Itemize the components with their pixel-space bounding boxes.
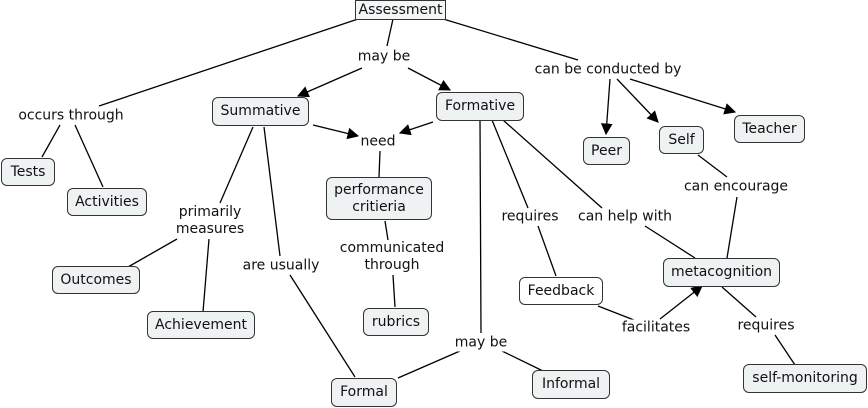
link-can-help-with: can help with	[575, 208, 675, 226]
link-may-be-top: may be	[355, 48, 413, 66]
edge-metacognition-requires	[721, 286, 757, 318]
edge-performance-communicated	[384, 220, 389, 241]
edge-formative-maybe	[479, 119, 482, 334]
edge-feedback-facilitates	[597, 305, 635, 321]
concept-summative[interactable]: Summative	[212, 97, 309, 126]
edge-facilitates-metacognition	[659, 285, 703, 320]
edge-maybe-informal	[501, 350, 544, 372]
edge-conductedby-peer	[600, 78, 613, 136]
edge-requires-feedback	[537, 225, 557, 277]
link-communicated-through: communicated through	[334, 240, 450, 274]
concept-self[interactable]: Self	[659, 126, 704, 154]
edge-assessment-maybe	[386, 18, 394, 47]
concept-metacognition[interactable]: metacognition	[663, 258, 780, 287]
concept-achievement[interactable]: Achievement	[147, 311, 255, 339]
edge-communicated-rubrics	[392, 274, 396, 308]
link-need: need	[358, 133, 398, 151]
link-requires-monitoring: requires	[735, 317, 797, 335]
concept-teacher[interactable]: Teacher	[734, 115, 805, 143]
edge-areusually-formal	[289, 274, 356, 378]
edge-conductedby-teacher	[629, 78, 737, 115]
link-occurs-through: occurs through	[16, 107, 126, 125]
link-can-be-conducted-by: can be conducted by	[532, 61, 684, 79]
edge-canencourage-metacognition	[726, 196, 738, 259]
edge-primarily-outcomes	[127, 238, 178, 268]
concept-peer[interactable]: Peer	[583, 137, 630, 165]
link-may-be-bottom: may be	[452, 334, 510, 352]
edge-conductedby-self	[616, 78, 659, 123]
concept-self-monitoring[interactable]: self-monitoring	[743, 364, 867, 393]
edge-assessment-conductedby	[439, 17, 579, 61]
edge-summative-areusually	[263, 126, 281, 257]
edge-formative-need	[398, 121, 434, 136]
concept-performance-criteria[interactable]: performance critieria	[326, 177, 432, 220]
edge-maybe-formal	[397, 350, 461, 379]
edge-summative-primarily	[219, 126, 254, 204]
edge-canhelp-metacognition	[644, 225, 696, 259]
edge-primarily-achievement	[202, 238, 210, 313]
concept-activities[interactable]: Activities	[67, 188, 147, 216]
edge-assessment-occurs	[98, 18, 359, 107]
link-facilitates: facilitates	[619, 319, 693, 337]
concept-assessment[interactable]: Assessment	[355, 0, 446, 20]
edge-self-canencourage	[697, 154, 728, 178]
concept-tests[interactable]: Tests	[1, 158, 55, 186]
link-requires-feedback: requires	[499, 208, 561, 226]
edge-need-performance	[378, 150, 381, 178]
concept-outcomes[interactable]: Outcomes	[52, 266, 140, 294]
edge-summative-need	[312, 124, 360, 140]
edge-requires-selfmonitoring	[774, 334, 796, 366]
edge-maybe-formative	[407, 67, 452, 91]
link-are-usually: are usually	[240, 257, 322, 275]
edge-formative-canhelp	[502, 119, 603, 209]
link-can-encourage: can encourage	[681, 178, 791, 196]
concept-formal[interactable]: Formal	[331, 378, 397, 407]
concept-informal[interactable]: Informal	[532, 370, 610, 399]
edge-formative-requires	[491, 119, 529, 209]
edge-occurs-activities	[74, 124, 104, 188]
concept-formative[interactable]: Formative	[436, 92, 524, 121]
edge-maybe-summative	[296, 67, 363, 98]
link-primarily-measures: primarily measures	[164, 204, 256, 238]
edge-occurs-tests	[41, 124, 61, 158]
concept-feedback[interactable]: Feedback	[519, 277, 603, 305]
concept-rubrics[interactable]: rubrics	[363, 308, 429, 336]
